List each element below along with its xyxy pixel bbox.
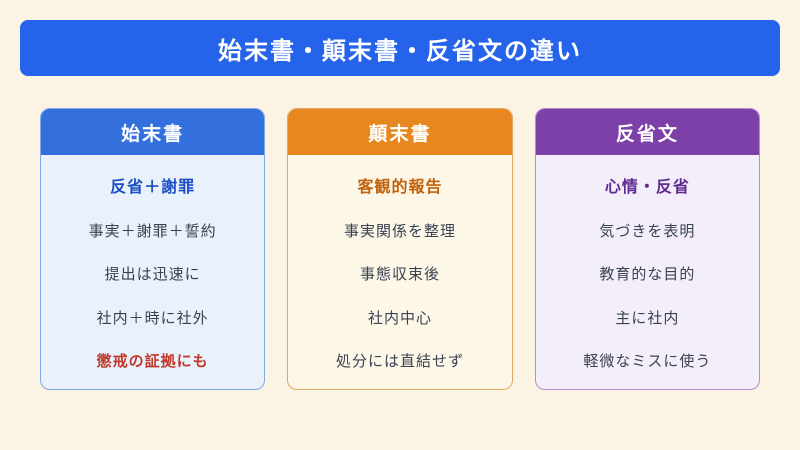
card-row: 教育的な目的 [599, 265, 696, 283]
card-lead: 客観的報告 [357, 177, 443, 196]
card-footnote: 軽微なミスに使う [583, 352, 712, 370]
card-shimatsusho-header: 始末書 [41, 109, 265, 155]
card-row: 気づきを表明 [599, 221, 696, 240]
comparison-cards: 始末書 反省＋謝罪 事実＋謝罪＋誓約 提出は迅速に 社内＋時に社外 懲戒の証拠に… [40, 108, 760, 390]
card-shimatsusho-body: 反省＋謝罪 事実＋謝罪＋誓約 提出は迅速に 社内＋時に社外 懲戒の証拠にも [41, 155, 264, 389]
card-row: 事態収束後 [359, 265, 440, 283]
card-title: 顛末書 [368, 122, 432, 145]
card-hanseibun: 反省文 心情・反省 気づきを表明 教育的な目的 主に社内 軽微なミスに使う [534, 108, 760, 390]
card-lead: 心情・反省 [604, 177, 690, 196]
card-lead: 反省＋謝罪 [110, 177, 196, 196]
card-footnote: 懲戒の証拠にも [96, 352, 209, 370]
card-tenmatsusho-header: 顛末書 [288, 109, 512, 155]
card-hanseibun-header: 反省文 [535, 109, 759, 155]
card-row: 社内中心 [367, 308, 432, 327]
card-tenmatsusho-body: 客観的報告 事実関係を整理 事態収束後 社内中心 処分には直結せず [288, 155, 511, 389]
card-footnote: 処分には直結せず [335, 352, 464, 370]
card-title: 始末書 [121, 122, 185, 145]
page-title: 始末書・顛末書・反省文の違い [218, 36, 582, 65]
card-row: 社内＋時に社外 [96, 308, 209, 327]
card-hanseibun-body: 心情・反省 気づきを表明 教育的な目的 主に社内 軽微なミスに使う [536, 155, 759, 389]
card-row: 主に社内 [615, 308, 680, 327]
card-row: 提出は迅速に [104, 265, 201, 283]
card-tenmatsusho: 顛末書 客観的報告 事実関係を整理 事態収束後 社内中心 処分には直結せず [287, 108, 513, 390]
title-banner: 始末書・顛末書・反省文の違い [20, 20, 780, 76]
card-row: 事実関係を整理 [343, 221, 456, 240]
card-shimatsusho: 始末書 反省＋謝罪 事実＋謝罪＋誓約 提出は迅速に 社内＋時に社外 懲戒の証拠に… [40, 108, 266, 390]
card-row: 事実＋謝罪＋誓約 [88, 221, 217, 240]
card-title: 反省文 [615, 122, 679, 145]
